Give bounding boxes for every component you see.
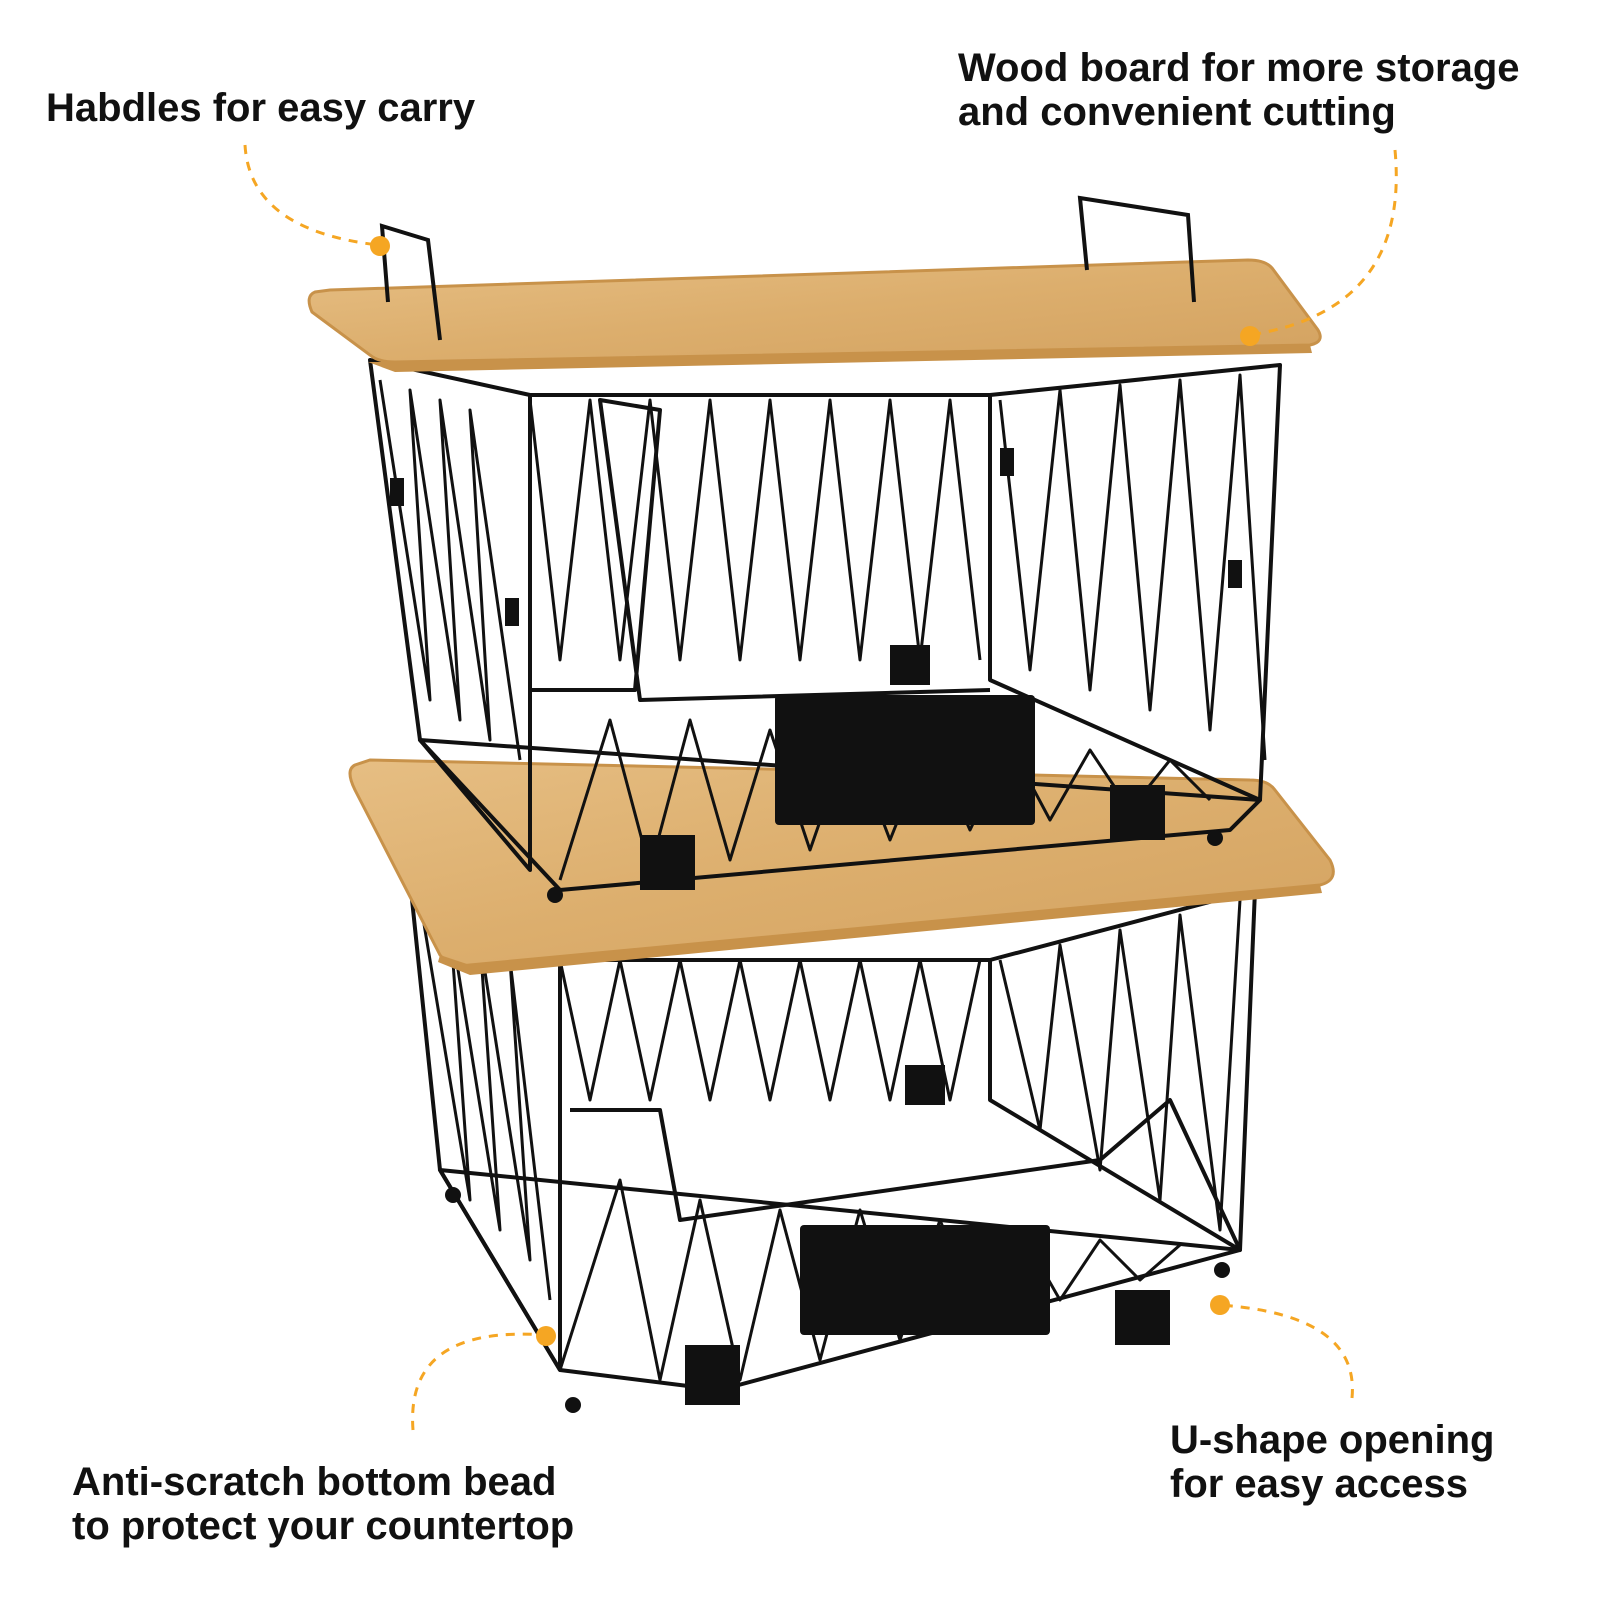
label-plate-bottom	[800, 1225, 1050, 1335]
callout-u-shape-line-1: U-shape opening	[1170, 1418, 1495, 1462]
top-wood-board	[307, 258, 1322, 372]
callout-wood-board-line-1: Wood board for more storage	[958, 46, 1520, 90]
callout-bottom-bead-line-2: to protect your countertop	[72, 1504, 575, 1548]
top-basket	[368, 358, 1282, 903]
callout-line-ushape	[1219, 1303, 1354, 1399]
label-plate-top	[775, 695, 1035, 825]
handle-left	[379, 223, 442, 341]
callout-bottom-bead: Anti-scratch bottom bead to protect your…	[72, 1460, 574, 1548]
callout-line-handles	[243, 144, 379, 247]
callout-dot-handles	[370, 236, 390, 256]
bottom-basket	[408, 878, 1257, 1413]
callout-bottom-bead-line-1: Anti-scratch bottom bead	[72, 1460, 557, 1504]
callout-dot-bead	[536, 1326, 556, 1346]
callout-wood-board-line-2: and convenient cutting	[958, 90, 1396, 134]
callout-u-shape-line-2: for easy access	[1170, 1462, 1469, 1506]
callout-wood-board: Wood board for more storage and convenie…	[958, 46, 1520, 134]
callout-dot-wood	[1240, 326, 1260, 346]
callout-dot-ushape	[1210, 1295, 1230, 1315]
callout-line-bead	[411, 1332, 546, 1431]
callout-u-shape: U-shape opening for easy access	[1170, 1418, 1494, 1506]
callout-handles-line-1: Habdles for easy carry	[46, 86, 476, 130]
handle-right	[1077, 195, 1196, 303]
bottom-wood-board	[348, 758, 1335, 975]
callout-handles: Habdles for easy carry	[46, 86, 475, 130]
callout-line-wood	[1249, 149, 1398, 337]
